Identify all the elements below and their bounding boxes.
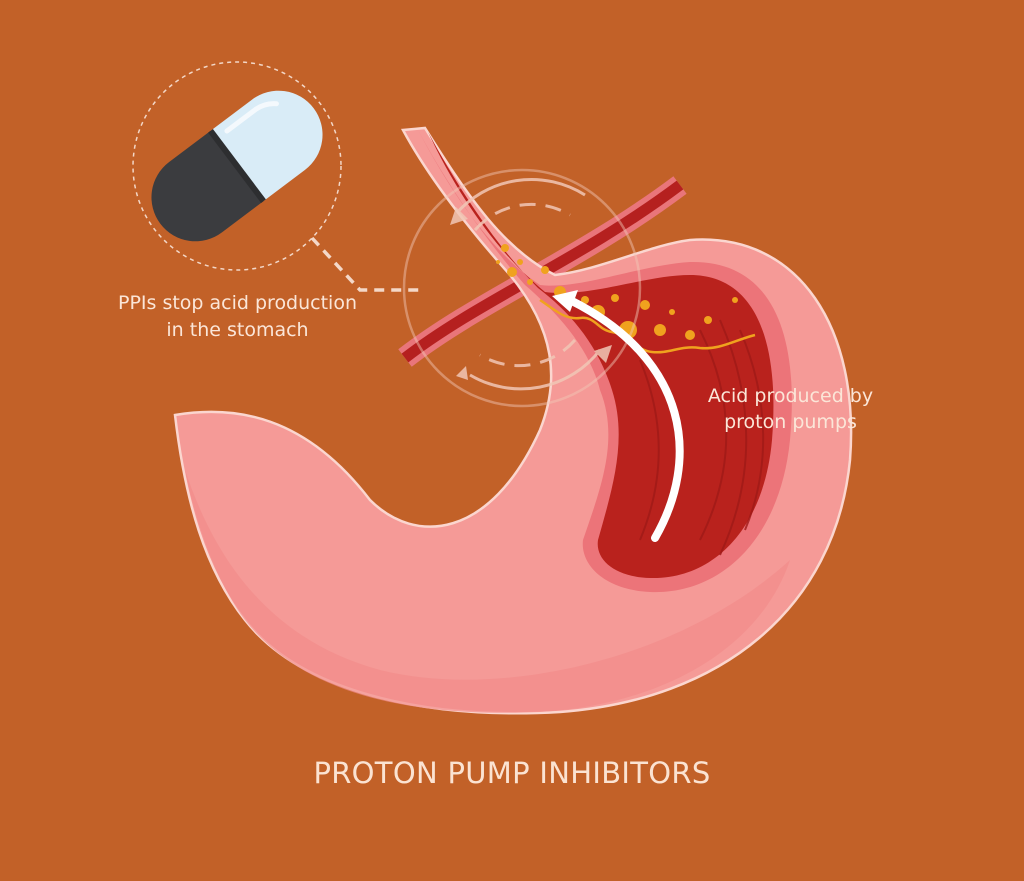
capsule-icon bbox=[151, 90, 323, 242]
pill-zoom-circle bbox=[132, 61, 342, 271]
page-title: PROTON PUMP INHIBITORS bbox=[313, 756, 711, 790]
pill-caption-line-1: PPIs stop acid production bbox=[117, 292, 358, 314]
connector-line bbox=[310, 236, 425, 292]
stomach-shading bbox=[185, 470, 790, 713]
pill-caption-line-2: in the stomach bbox=[166, 319, 309, 341]
pill-caption: PPIs stop acid production in the stomach bbox=[95, 290, 380, 344]
acid-caption-line-1: Acid produced by bbox=[707, 385, 874, 407]
rotation-arrows-icon bbox=[402, 168, 642, 408]
lumen-folds bbox=[639, 319, 765, 556]
acid-caption-line-2: proton pumps bbox=[724, 411, 857, 433]
flow-arrow-icon bbox=[552, 290, 684, 542]
acid-caption: Acid produced by proton pumps bbox=[688, 383, 893, 435]
